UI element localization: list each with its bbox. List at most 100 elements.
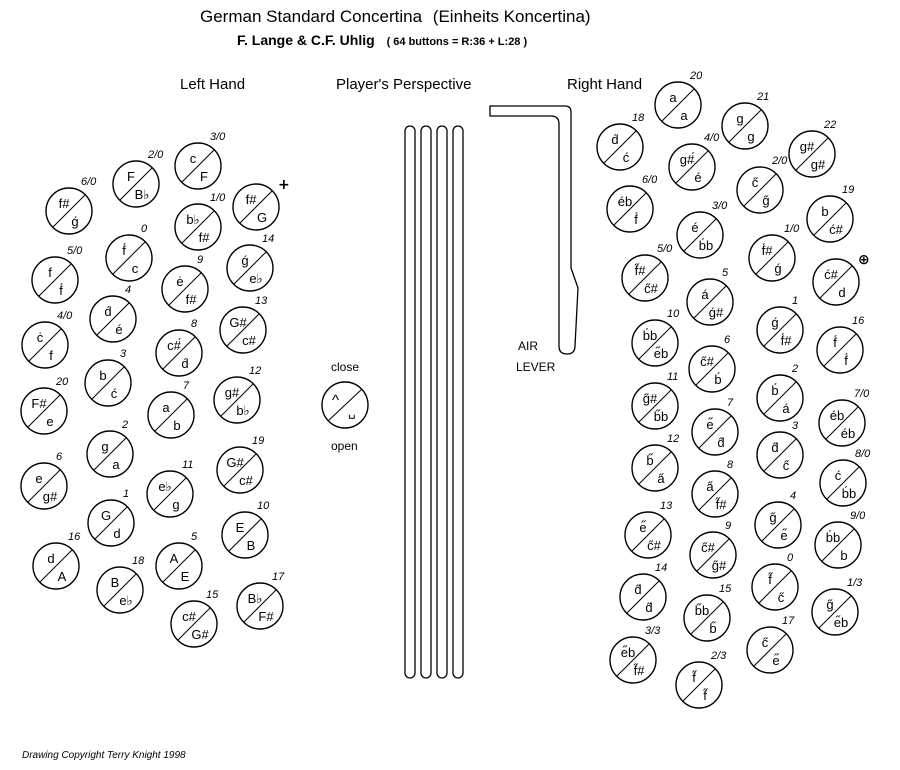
right-hand-button[interactable]: f́#ǵ1/0 [748,223,800,282]
right-hand-button[interactable]: c̋#b́6 [688,334,736,393]
right-hand-button[interactable]: b́be̋b10 [631,308,680,367]
left-hand-button[interactable]: G#c#19 [216,435,264,494]
push-note: G [101,508,111,523]
push-pull-divider [223,453,257,487]
left-hand-button[interactable]: c#G#15 [170,589,219,648]
push-note: F# [31,396,47,411]
push-note: g [101,439,108,454]
left-hand-button[interactable]: Gd1 [87,488,135,547]
close-label: close [331,360,359,374]
left-hand-button[interactable]: ga2 [86,419,134,478]
left-hand-button[interactable]: f́c0 [105,223,153,282]
pull-note: a [680,108,688,123]
right-hand-button[interactable]: f̋c̋0 [751,552,799,611]
left-hand-button[interactable]: eg#6 [20,451,68,510]
right-hand-button[interactable]: ć#d⊕ [812,252,870,306]
push-note: e♭ [158,479,171,494]
left-hand-button[interactable]: ċf4/0 [21,310,73,369]
right-hand-button[interactable]: éb́b3/0 [676,200,728,259]
right-hand-button[interactable]: b́bb9/0 [814,510,866,569]
left-hand-button[interactable]: Be♭18 [96,555,145,614]
bellows-fold [452,125,464,679]
left-hand-button[interactable]: ėf#9 [161,254,209,313]
right-hand-button[interactable]: d̋d̋14 [619,562,667,621]
push-note: g [736,111,743,126]
left-hand-button[interactable]: e♭g11 [146,459,194,518]
right-hand-button[interactable]: ǵf́#1 [756,295,804,354]
right-hand-button[interactable]: g̋#b̋b11 [631,371,679,430]
left-hand-button[interactable]: g#b♭12 [213,365,261,424]
button-number: 3 [792,420,799,432]
air-lever[interactable] [489,105,579,355]
right-hand-button[interactable]: e̋d̋7 [691,397,739,456]
left-hand-button[interactable]: ab7 [147,380,195,439]
push-pull-divider [181,210,215,244]
left-hand-button[interactable]: ǵe♭14 [226,233,274,292]
right-hand-button[interactable]: d̋c̋3 [756,420,804,479]
right-hand-button[interactable]: f̋#c̋#5/0 [621,243,673,302]
pull-note: ć [623,150,630,165]
push-note: b̋ [646,453,653,468]
right-hand-button[interactable]: b̋a̋12 [631,433,679,492]
right-hand-button[interactable]: g̋e̋b1/3 [811,577,863,636]
right-hand-button[interactable]: g̋e̋4 [754,490,802,549]
right-hand-button[interactable]: ćb́b8/0 [819,448,871,507]
push-note: f [48,265,52,280]
push-note: f́ [122,243,126,258]
left-hand-button[interactable]: bć3 [84,348,132,407]
push-pull-divider [91,366,125,400]
right-hand-button[interactable]: e̋c̋#13 [624,500,673,559]
left-hand-button[interactable]: c#́d́8 [155,318,203,377]
push-pull-divider [675,150,709,184]
button-number: 8 [727,459,734,471]
pull-note: e̋b [654,346,668,361]
pull-note: á [782,401,790,416]
button-number: 6 [56,451,63,463]
left-hand-button[interactable]: G#c#13 [219,295,268,354]
left-hand-button[interactable]: d́é4 [89,284,137,343]
right-hand-button[interactable]: d́ć18 [596,112,645,171]
pull-note: b́ [714,372,721,387]
button-number: 10 [257,500,270,512]
pull-note: b̋b [654,409,668,424]
button-number: 15 [206,589,219,601]
right-hand-button[interactable]: f́f́16 [816,315,865,374]
left-hand-button[interactable]: AE5 [155,531,203,590]
left-hand-button[interactable]: f#G+ [232,177,290,231]
right-hand-button[interactable]: ébf́6/0 [606,174,658,233]
right-hand-button[interactable]: a̋f̋#8 [691,459,739,518]
right-hand-button[interactable]: f̋f̋2/3 [675,650,727,709]
right-hand-button[interactable]: b̋bb̋15 [683,583,732,642]
push-pull-divider [96,302,130,336]
right-hand-button[interactable]: b́á2 [756,363,804,422]
page-title: German Standard Concertina (Einheits Kon… [200,7,591,26]
push-pull-divider [763,313,797,347]
left-hand-button[interactable]: b♭f#1/0 [174,192,226,251]
pull-note: c̋# [647,538,662,553]
push-pull-divider [761,508,795,542]
right-hand-button[interactable]: áǵ#5 [686,267,734,326]
right-hand-button[interactable]: e̋bf̋#3/3 [609,625,661,684]
left-hand-button[interactable]: f#ǵ6/0 [45,176,97,235]
left-hand-button[interactable]: F#e20 [20,376,69,435]
pull-note: a [112,457,120,472]
left-hand-button[interactable]: cF3/0 [174,131,226,190]
right-hand-button[interactable]: bć#19 [806,184,854,243]
right-hand-button[interactable]: c̋#g̋#9 [689,520,737,579]
pull-note: f̋# [715,497,727,512]
push-pull-divider [233,251,267,285]
left-hand-button[interactable]: ff́5/0 [31,245,83,304]
left-hand-button[interactable]: B♭F#17 [236,571,285,630]
left-hand-button[interactable]: FB♭2/0 [112,149,164,208]
push-pull-divider [153,477,187,511]
right-hand-button[interactable]: c̋g̋2/0 [736,155,788,214]
right-hand-button[interactable]: g#g#22 [788,119,836,178]
pull-note: ć# [829,222,844,237]
right-hand-button[interactable]: g#́é4/0 [668,132,720,191]
right-hand-button[interactable]: c̋e̋17 [746,615,795,674]
